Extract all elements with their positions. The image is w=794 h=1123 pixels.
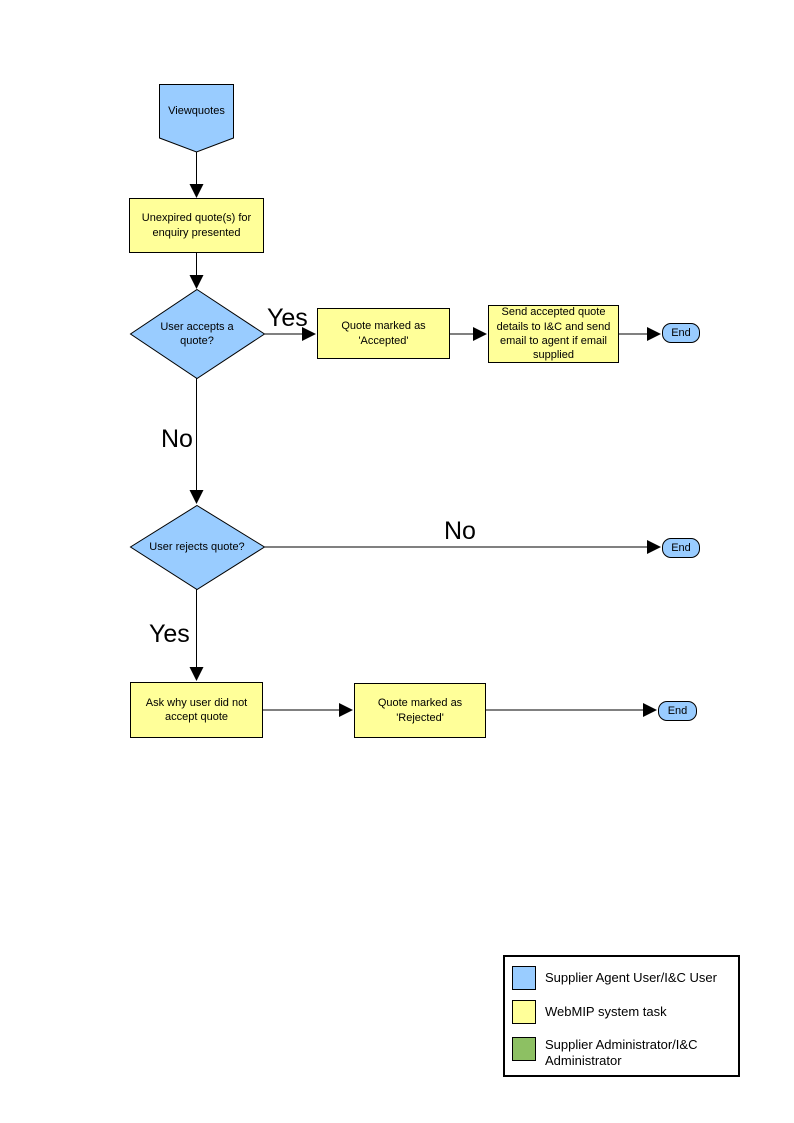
branch-label-yes-reject: Yes — [149, 620, 190, 648]
task-quote-accepted: Quote marked as 'Accepted' — [317, 308, 450, 359]
branch-label-no-reject: No — [444, 517, 476, 545]
arrowhead-send-to-end1 — [647, 327, 661, 341]
start-pentagon-shape — [159, 84, 234, 153]
arrowhead-unexpired-to-accepts — [189, 275, 204, 289]
arrowhead-rejected-to-end3 — [643, 703, 657, 717]
task-unexpired-quotes: Unexpired quote(s) for enquiry presented — [129, 198, 264, 253]
branch-label-yes-accept: Yes — [267, 304, 308, 332]
legend: Supplier Agent User/I&C User WebMIP syst… — [503, 955, 740, 1077]
legend-swatch-supplier-agent — [512, 966, 536, 990]
arrowhead-rejects-no — [647, 540, 661, 554]
arrowhead-askwhy-to-rejected — [339, 703, 353, 717]
end-node-1: End — [662, 323, 700, 343]
branch-label-no-accept: No — [161, 425, 193, 453]
legend-swatch-supplier-admin — [512, 1037, 536, 1061]
arrowhead-start-to-unexpired — [189, 184, 204, 198]
arrowhead-accepts-yes — [302, 327, 316, 341]
end-node-2: End — [662, 538, 700, 558]
arrowhead-accepted-to-send — [473, 327, 487, 341]
legend-swatch-webmip-task — [512, 1000, 536, 1024]
arrowhead-rejects-yes — [189, 667, 204, 681]
task-send-details: Send accepted quote details to I&C and s… — [488, 305, 619, 363]
legend-label-supplier-admin: Supplier Administrator/I&C Administrator — [545, 1037, 698, 1069]
legend-label-supplier-agent: Supplier Agent User/I&C User — [545, 970, 717, 985]
end-node-3: End — [658, 701, 697, 721]
task-ask-why: Ask why user did not accept quote — [130, 682, 263, 738]
decision-accepts-label: User accepts a quote? — [160, 320, 234, 347]
start-node-label: Viewquotes — [168, 104, 225, 117]
arrowhead-accepts-no — [189, 490, 204, 504]
task-quote-rejected: Quote marked as 'Rejected' — [354, 683, 486, 738]
decision-rejects-label: User rejects quote? — [149, 540, 245, 553]
legend-label-webmip-task: WebMIP system task — [545, 1004, 667, 1019]
